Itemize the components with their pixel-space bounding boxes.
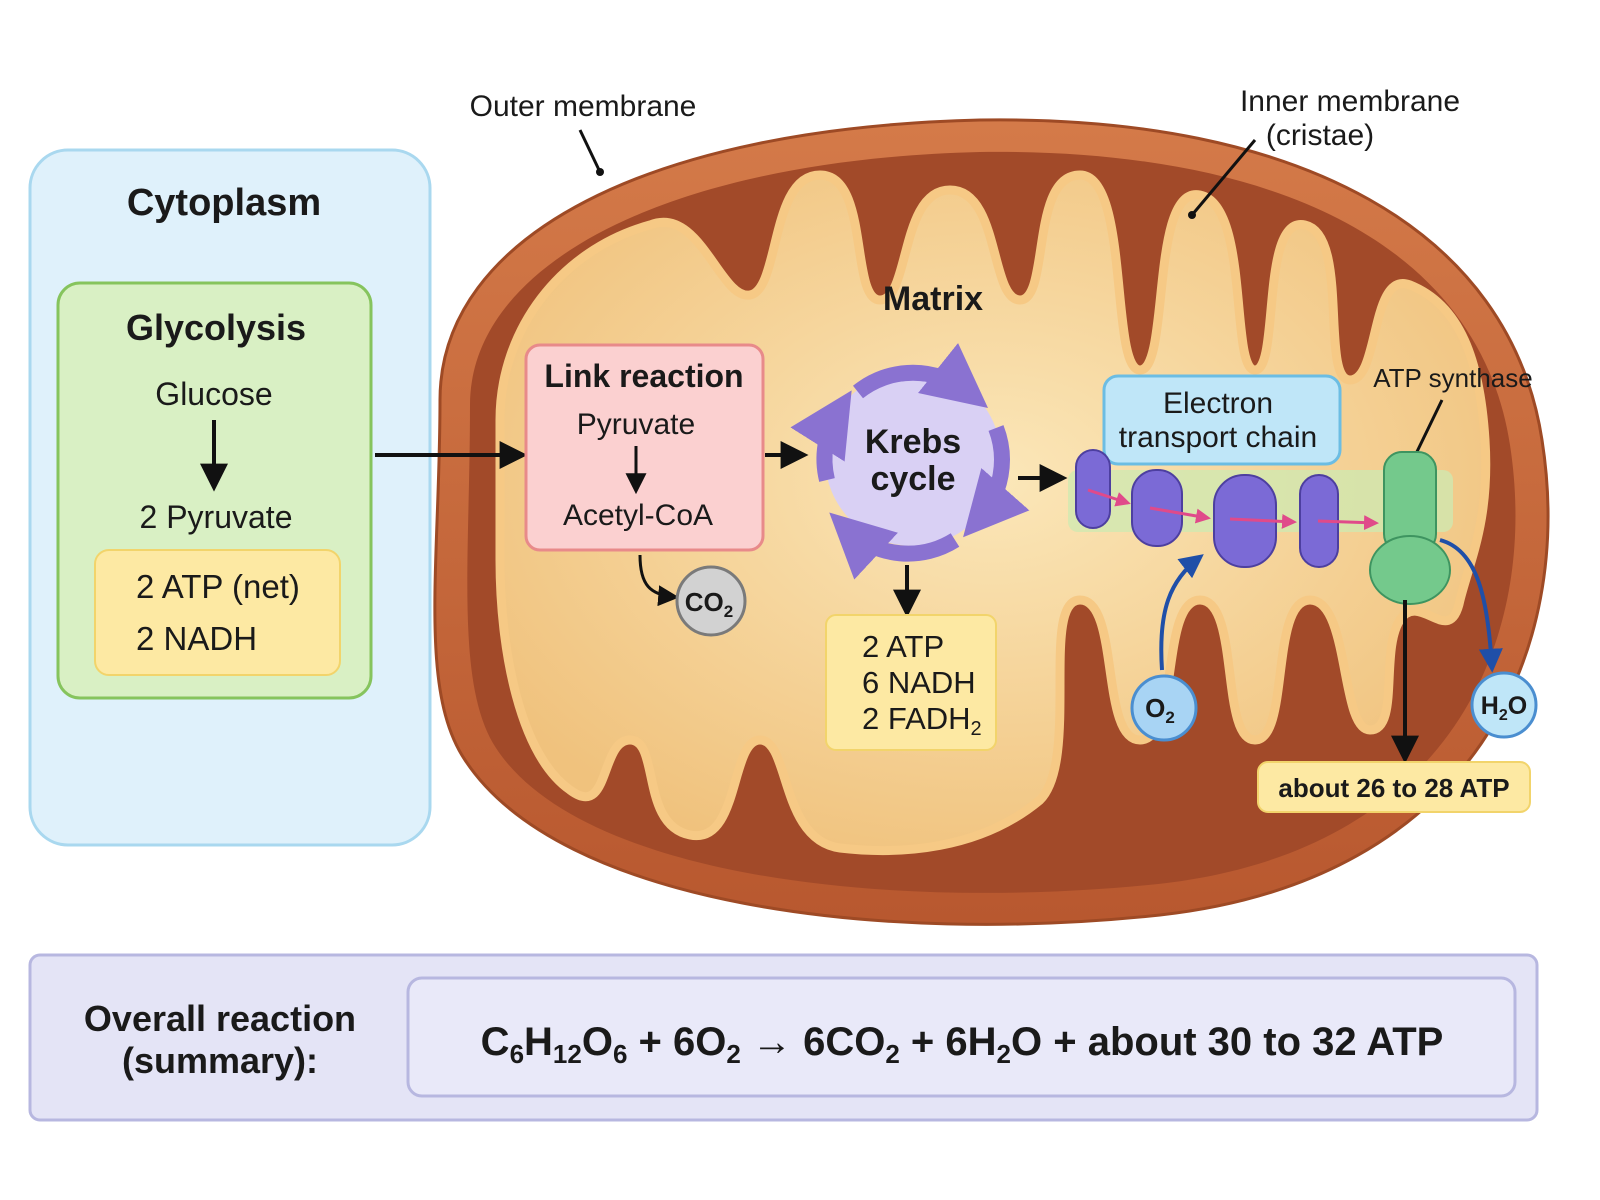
atp-synthase-label: ATP synthase xyxy=(1373,363,1532,393)
oxygen-uptake-arrow xyxy=(1159,554,1204,671)
equation-c: C xyxy=(481,1020,510,1064)
krebs-cycle-disc xyxy=(825,370,1001,546)
oxygen-subscript: 2 xyxy=(1165,708,1174,727)
outer-membrane-label: Outer membrane xyxy=(470,90,697,123)
co2-bubble: CO2 xyxy=(675,565,747,637)
krebs-yield-box: 2 ATP 6 NADH 2 FADH2 xyxy=(825,614,997,751)
link-reaction-box: Link reaction Pyruvate Acetyl-CoA xyxy=(524,343,765,552)
krebs-yield-fadh: 2 FADH xyxy=(862,701,971,736)
outer-membrane-pointer xyxy=(578,129,602,173)
summary-label-line1: Overall reaction xyxy=(84,998,356,1039)
etc-atp-yield-box: about 26 to 28 ATP xyxy=(1257,761,1531,813)
glucose-label: Glucose xyxy=(155,376,272,412)
electron-path-arrow-3 xyxy=(1229,513,1297,529)
water-bubble: H2O xyxy=(1470,671,1538,739)
etc-atp-yield-label: about 26 to 28 ATP xyxy=(1278,773,1509,803)
svg-text:H2O: H2O xyxy=(1481,692,1527,724)
summary-panel: Overall reaction (summary): C6H12O6 + 6O… xyxy=(28,953,1539,1122)
oxygen-symbol: O xyxy=(1145,693,1165,723)
equation-oxygen-subscript: 2 xyxy=(726,1039,740,1069)
glycolysis-title: Glycolysis xyxy=(126,307,306,348)
cytoplasm-panel: Cytoplasm Glycolysis Glucose 2 Pyruvate … xyxy=(28,148,432,847)
cytoplasm-title: Cytoplasm xyxy=(127,182,321,224)
water-subscript: 2 xyxy=(1499,707,1508,724)
electron-path-arrow-2 xyxy=(1149,506,1211,524)
acetyl-coa-label: Acetyl-CoA xyxy=(563,499,713,532)
summary-label-line2: (summary): xyxy=(122,1040,318,1081)
equation-oxygen: + 6O xyxy=(627,1020,726,1064)
equation-water: + 6H xyxy=(900,1020,997,1064)
krebs-yield-atp: 2 ATP xyxy=(862,629,944,664)
electron-path-arrow-4 xyxy=(1317,515,1379,531)
inner-membrane-pointer-dot xyxy=(1188,211,1196,219)
inner-membrane-pointer xyxy=(1190,139,1257,216)
svg-text:2 ATP: 2 ATP xyxy=(862,629,944,664)
krebs-yield-fadh-subscript: 2 xyxy=(971,718,982,740)
krebs-cycle-arrow-bottom xyxy=(829,512,960,580)
link-reaction-title: Link reaction xyxy=(544,358,743,394)
krebs-yield-nadh: 6 NADH xyxy=(862,665,976,700)
equation-water-subscript: 2 xyxy=(997,1039,1011,1069)
equation-tail: O + about 30 to 32 ATP xyxy=(1011,1020,1443,1064)
krebs-cycle-arrow-right xyxy=(963,425,1030,538)
summary-equation: C6H12O6 + 6O2 → 6CO2 + 6H2O + about 30 t… xyxy=(481,1020,1444,1069)
krebs-label-line1: Krebs xyxy=(865,423,961,461)
glycolysis-yield-nadh: 2 NADH xyxy=(136,620,257,657)
svg-text:O2: O2 xyxy=(1145,693,1175,727)
inner-membrane-label-line2: (cristae) xyxy=(1266,119,1374,152)
svg-text:2 FADH2: 2 FADH2 xyxy=(862,701,982,740)
water-symbol-o: O xyxy=(1508,692,1527,720)
equation-h: H xyxy=(524,1020,553,1064)
krebs-cycle: Krebs cycle xyxy=(790,343,1030,580)
summary-equation-box xyxy=(406,976,1517,1098)
etc-label-line2: transport chain xyxy=(1119,421,1317,454)
link-pyruvate-label: Pyruvate xyxy=(577,408,695,441)
krebs-cycle-arrow-left xyxy=(790,390,852,482)
krebs-label-line2: cycle xyxy=(870,460,955,498)
equation-o: O xyxy=(582,1020,613,1064)
electron-transport-chain: Electron transport chain O2 H2O about 26… xyxy=(1068,374,1538,813)
krebs-cycle-arrow-top xyxy=(853,343,988,408)
atp-synthase xyxy=(1369,451,1451,605)
water-release-arrow xyxy=(1439,538,1503,673)
equation-c-subscript: 6 xyxy=(510,1039,524,1069)
equation-co2-subscript: 2 xyxy=(885,1039,899,1069)
pyruvate-output-label: 2 Pyruvate xyxy=(140,499,293,535)
membrane-labels: Outer membrane Inner membrane (cristae) … xyxy=(470,85,1533,463)
glycolysis-yield-atp: 2 ATP (net) xyxy=(136,568,300,605)
co2-symbol: CO xyxy=(685,587,724,617)
glycolysis-yield-box: 2 ATP (net) 2 NADH xyxy=(94,549,341,676)
svg-text:6 NADH: 6 NADH xyxy=(862,665,976,700)
svg-text:CO2: CO2 xyxy=(685,587,733,621)
equation-o-subscript: 6 xyxy=(613,1039,627,1069)
equation-co2: → 6CO xyxy=(741,1020,885,1064)
matrix-label: Matrix xyxy=(883,280,983,318)
etc-protein-complex-1 xyxy=(1075,449,1111,529)
outer-membrane-pointer-dot xyxy=(596,168,604,176)
glycolysis-box: Glycolysis Glucose 2 Pyruvate 2 ATP (net… xyxy=(56,281,373,700)
etc-label-box xyxy=(1102,374,1342,466)
co2-subscript: 2 xyxy=(724,602,733,621)
co2-release-arrow xyxy=(638,554,680,607)
water-symbol-h: H xyxy=(1481,692,1499,720)
equation-h-subscript: 12 xyxy=(553,1039,582,1069)
electron-path-arrow-1 xyxy=(1087,488,1131,507)
inner-membrane-label-line1: Inner membrane xyxy=(1240,85,1460,118)
etc-label-line1: Electron xyxy=(1163,387,1273,420)
oxygen-bubble: O2 xyxy=(1130,674,1198,742)
